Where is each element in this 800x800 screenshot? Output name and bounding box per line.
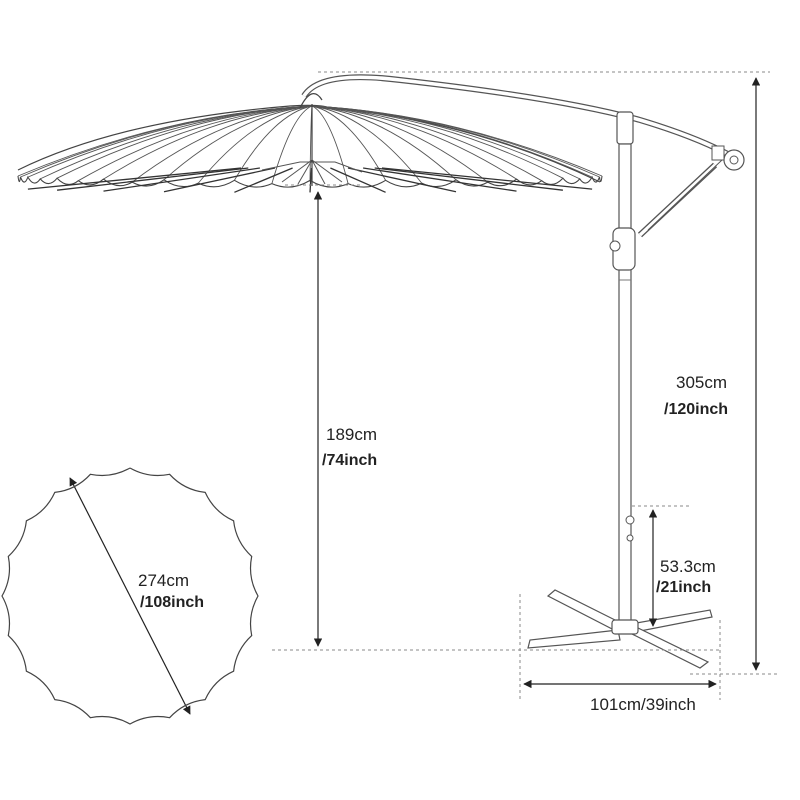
reference-lines [272, 71, 780, 700]
canopy-rib [131, 105, 313, 183]
canopy-rib [103, 105, 313, 180]
canopy-underside-rib [363, 167, 517, 192]
canopy-ribs [17, 105, 603, 193]
canopy-underside-frame [261, 104, 363, 186]
main-pole [618, 143, 632, 625]
canopy-underside-rib [103, 167, 260, 192]
umbrella-frame [301, 74, 745, 625]
canopy-underside-rib [27, 167, 242, 190]
canopy-clearance-imperial: /74inch [322, 452, 377, 469]
canopy-rib [311, 105, 603, 177]
canopy-underside-rib [57, 167, 249, 191]
dimension-arrows [69, 77, 761, 715]
tilt-knob-icon [723, 149, 745, 171]
canopy-clearance-metric: 189cm [326, 425, 377, 444]
canopy [17, 93, 603, 193]
canopy-underside-rib [163, 167, 276, 193]
canopy-rib [163, 105, 313, 181]
canopy-rib [311, 105, 349, 184]
arm-joint [616, 111, 634, 145]
base-bolt [625, 515, 635, 525]
canopy-rib [271, 105, 313, 184]
canopy-diameter-imperial: /108inch [140, 594, 204, 611]
total-height-imperial: /120inch [664, 401, 728, 418]
canopy-hub [299, 93, 323, 109]
pole-to-base-imperial: /21inch [656, 579, 711, 596]
canopy-underside-rib [347, 167, 457, 193]
canopy-underside-rib [330, 167, 386, 193]
canopy-rib [311, 105, 457, 181]
canopy-underside-rib [234, 167, 293, 193]
canopy-underside-rib [381, 167, 593, 190]
canopy-rib [311, 105, 489, 183]
base-width-label: 101cm/39inch [590, 695, 696, 714]
canopy-rib [234, 105, 313, 181]
canopy-top-view [1, 467, 259, 725]
cross-base [527, 589, 713, 669]
dimension-labels: 305cm /120inch 189cm /74inch 274cm /108i… [138, 373, 728, 714]
pole-to-base-metric: 53.3cm [660, 557, 716, 576]
canopy-diameter-arrow [69, 477, 191, 715]
canopy-rib [311, 105, 423, 184]
canopy-rib [197, 105, 313, 184]
canopy-diameter-metric: 274cm [138, 571, 189, 590]
canopy-underside-rib [374, 167, 563, 191]
total-height-metric: 305cm [676, 373, 727, 392]
crank-handle-icon [609, 240, 621, 252]
canopy-underside-rib [309, 167, 313, 193]
canopy-rib [311, 105, 386, 181]
